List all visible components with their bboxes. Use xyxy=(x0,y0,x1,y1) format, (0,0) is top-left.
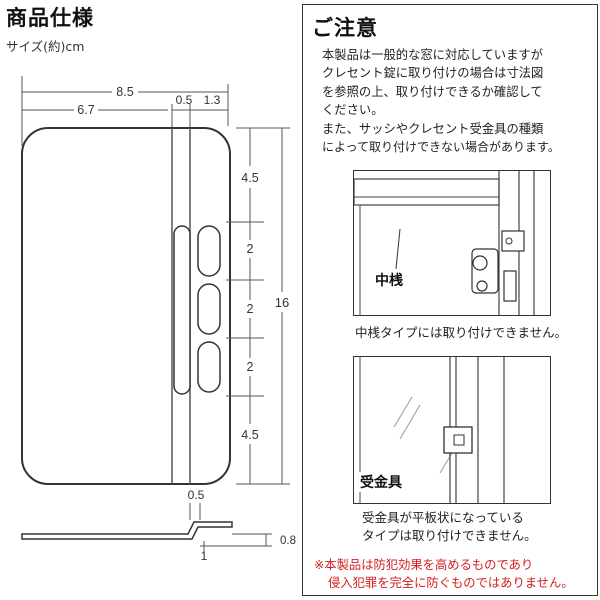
crescent-receiver xyxy=(501,230,525,252)
dim-seg-2: 2 xyxy=(247,302,254,316)
spec-diagram: 8.5 6.7 0.5 1.3 4.5 2 2 2 4.5 16 0.5 xyxy=(21,76,296,563)
caution-title: ご注意 xyxy=(312,16,378,40)
crescent-base xyxy=(476,280,488,292)
receiver-caption-line: タイプは取り付けできません。 xyxy=(362,528,537,543)
midrail-illustration xyxy=(353,170,551,316)
dim-seg-top: 4.5 xyxy=(241,171,258,185)
midrail-label: 中桟 xyxy=(373,270,405,290)
midrail-bar xyxy=(354,178,500,206)
hole-3 xyxy=(197,341,221,393)
notice-line: ください。 xyxy=(322,103,384,118)
unit-label: サイズ(約)cm xyxy=(6,39,85,54)
midrail-pointer xyxy=(395,228,401,270)
midrail-caption: 中桟タイプには取り付けできません。 xyxy=(355,325,568,340)
dim-rail-offset: 1.3 xyxy=(204,93,221,107)
notice-line: を参照の上、取り付けできるか確認して xyxy=(322,84,543,99)
dim-height-total: 16 xyxy=(275,295,289,310)
warning-line: ※本製品は防犯効果を高めるものであり xyxy=(314,558,534,572)
warning-line: 侵入犯罪を完全に防ぐものではありません。 xyxy=(328,576,574,590)
notice-line: 本製品は一般的な窓に対応していますが xyxy=(322,48,543,62)
dim-rail-width: 0.5 xyxy=(176,93,193,107)
dim-seg-3: 2 xyxy=(247,360,254,374)
dim-side-step: 1 xyxy=(201,549,208,563)
receiver-notch xyxy=(453,434,465,446)
dim-seg-1: 2 xyxy=(247,242,254,256)
midrail-drawing xyxy=(354,171,535,315)
receiver-label: 受金具 xyxy=(358,472,404,492)
hole-2 xyxy=(197,283,221,335)
warning-note: ※本製品は防犯効果を高めるものであり 侵入犯罪を完全に防ぐものではありません。 xyxy=(314,556,598,592)
notice-text: 本製品は一般的な窓に対応していますが クレセント錠に取り付けの場合は寸法図 を参… xyxy=(322,46,590,156)
glass-reflect-1 xyxy=(393,396,413,428)
dim-side-thickness: 0.5 xyxy=(188,488,205,502)
dim-width-total: 8.5 xyxy=(116,85,133,99)
glass-reflect-2 xyxy=(399,404,421,440)
hole-1 xyxy=(197,225,221,277)
notice-line: また、サッシやクレセント受金具の種類 xyxy=(322,121,544,136)
rail-slot xyxy=(173,225,191,395)
plate-outline xyxy=(21,127,231,485)
dim-side-height: 0.8 xyxy=(280,535,296,547)
crescent-knob xyxy=(472,255,488,271)
notice-line: によって取り付けできない場合があります。 xyxy=(322,140,560,155)
receiver-caption-line: 受金具が平板状になっている xyxy=(362,510,524,525)
dim-width-body: 6.7 xyxy=(77,103,94,117)
latch xyxy=(503,270,517,302)
side-profile xyxy=(21,521,233,540)
receiver-caption: 受金具が平板状になっている タイプは取り付けできません。 xyxy=(362,509,537,545)
spec-title: 商品仕様 xyxy=(6,6,94,30)
dim-seg-bottom: 4.5 xyxy=(241,428,258,442)
screw-1 xyxy=(505,237,513,245)
notice-line: クレセント錠に取り付けの場合は寸法図 xyxy=(322,66,544,81)
